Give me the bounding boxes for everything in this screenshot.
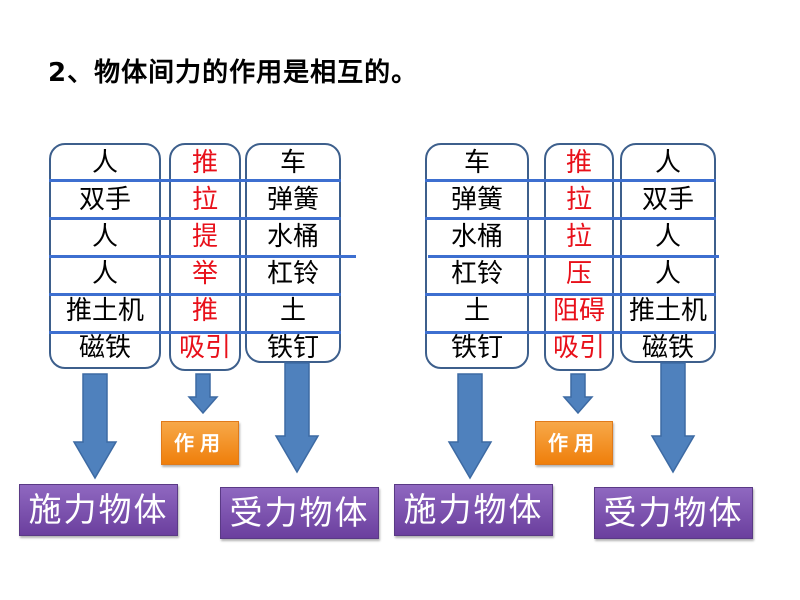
- agent-cell: 土: [463, 296, 490, 326]
- agent-cell: 人: [91, 259, 118, 289]
- row-divider: [425, 293, 716, 296]
- receiver-cell: 人: [654, 148, 681, 178]
- agent-cell: 铁钉: [450, 333, 503, 363]
- row-divider: [49, 255, 356, 258]
- row-divider: [425, 179, 716, 182]
- receiver-cell: 磁铁: [641, 333, 694, 363]
- arrow-down-icon: [447, 373, 493, 480]
- force-receiving-object-label: 受力物体: [594, 487, 753, 539]
- page-title: 2、物体间力的作用是相互的。: [48, 58, 419, 88]
- arrow-down-icon: [72, 373, 118, 480]
- row-divider: [49, 293, 341, 296]
- action-cell: 拉: [565, 222, 592, 252]
- receiver-cell: 水桶: [266, 222, 319, 252]
- action-label: 作用: [161, 421, 239, 465]
- receiver-cell: 双手: [641, 185, 694, 215]
- action-cell: 吸引: [178, 333, 231, 363]
- arrow-down-icon: [187, 373, 219, 415]
- agent-cell: 车: [463, 148, 490, 178]
- row-divider: [49, 179, 341, 182]
- row-divider: [425, 217, 716, 220]
- agent-cell: 水桶: [450, 222, 503, 252]
- action-cell: 拉: [565, 185, 592, 215]
- agent-cell: 杠铃: [450, 259, 503, 289]
- agent-cell: 人: [91, 148, 118, 178]
- row-divider: [428, 255, 719, 258]
- agent-cell: 弹簧: [450, 185, 503, 215]
- row-divider: [49, 331, 341, 334]
- row-divider: [425, 331, 716, 334]
- receiver-cell: 推土机: [628, 296, 707, 326]
- row-divider: [49, 217, 341, 220]
- action-cell: 推: [565, 148, 592, 178]
- action-cell: 拉: [191, 185, 218, 215]
- receiver-cell: 人: [654, 259, 681, 289]
- receiver-cell: 车: [279, 148, 306, 178]
- agent-cell: 推土机: [65, 296, 144, 326]
- arrow-down-icon: [562, 373, 594, 415]
- action-label: 作用: [535, 421, 613, 465]
- receiver-cell: 铁钉: [266, 333, 319, 363]
- action-cell: 吸引: [552, 333, 605, 363]
- action-cell: 阻碍: [552, 296, 605, 326]
- action-cell: 推: [191, 296, 218, 326]
- receiver-cell: 弹簧: [266, 185, 319, 215]
- action-cell: 推: [191, 148, 218, 178]
- force-exerting-object-label: 施力物体: [394, 484, 553, 536]
- agent-cell: 人: [91, 222, 118, 252]
- receiver-cell: 杠铃: [266, 259, 319, 289]
- arrow-down-icon: [274, 362, 320, 474]
- arrow-down-icon: [650, 362, 696, 474]
- force-exerting-object-label: 施力物体: [19, 484, 178, 536]
- receiver-cell: 人: [654, 222, 681, 252]
- receiver-column: 车 弹簧 水桶 杠铃 土 铁钉: [245, 143, 341, 363]
- action-cell: 提: [191, 222, 218, 252]
- agent-cell: 磁铁: [78, 333, 131, 363]
- force-receiving-object-label: 受力物体: [220, 487, 379, 539]
- receiver-cell: 土: [279, 296, 306, 326]
- action-cell: 压: [565, 259, 592, 289]
- receiver-column: 人 双手 人 人 推土机 磁铁: [620, 143, 716, 363]
- agent-cell: 双手: [78, 185, 131, 215]
- action-cell: 举: [191, 259, 218, 289]
